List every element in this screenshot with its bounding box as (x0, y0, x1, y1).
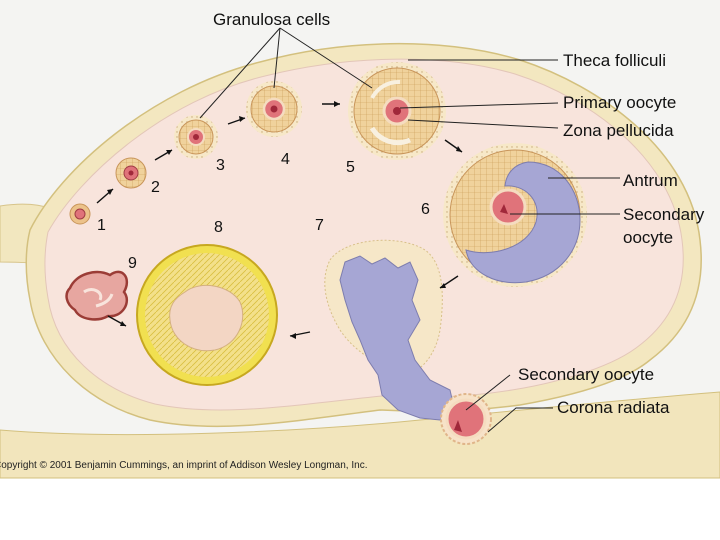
label-granulosa-cells: Granulosa cells (213, 10, 330, 29)
vesicular-follicle-6 (443, 143, 587, 287)
label-secondary-oocyte-line1: Secondary (623, 205, 705, 224)
secondary-follicle-5 (348, 62, 446, 160)
label-secondary-oocyte-ovulated: Secondary oocyte (518, 365, 654, 384)
stage-number-1: 1 (97, 217, 106, 234)
label-antrum: Antrum (623, 171, 678, 190)
stage-number-9: 9 (128, 255, 137, 272)
stage-number-3: 3 (216, 157, 225, 174)
stage-number-5: 5 (346, 159, 355, 176)
stage-number-6: 6 (421, 201, 430, 218)
label-zona-pellucida: Zona pellucida (563, 121, 674, 140)
corpus-albicans-9 (67, 272, 127, 319)
stage-number-8: 8 (214, 219, 223, 236)
growing-follicle-4 (246, 81, 302, 137)
stage-number-4: 4 (281, 151, 290, 168)
label-corona-radiata: Corona radiata (557, 398, 670, 417)
label-primary-oocyte: Primary oocyte (563, 93, 676, 112)
label-theca-folliculi: Theca folliculi (563, 51, 666, 70)
primordial-follicle-1 (70, 204, 90, 224)
primary-follicle-2 (116, 158, 146, 188)
growing-follicle-3 (174, 115, 218, 159)
stage-number-7: 7 (315, 217, 324, 234)
stage-number-2: 2 (151, 179, 160, 196)
corpus-luteum-8 (137, 245, 277, 385)
label-secondary-oocyte-line2: oocyte (623, 228, 673, 247)
ovulated-oocyte (441, 394, 491, 444)
copyright-notice: Copyright © 2001 Benjamin Cummings, an i… (0, 460, 367, 471)
